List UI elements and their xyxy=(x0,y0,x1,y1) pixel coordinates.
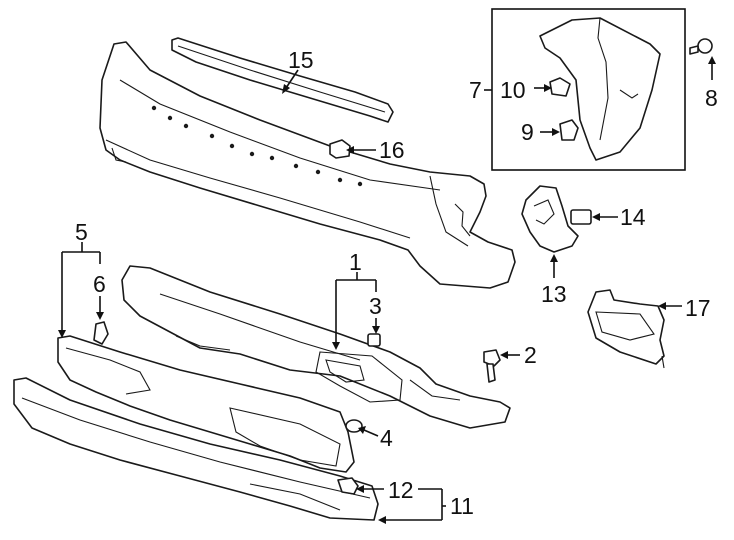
callout-4: 4 xyxy=(380,425,393,451)
clip-12-shape xyxy=(337,477,359,495)
tow-hook-cap xyxy=(329,139,351,159)
clip-6-shape xyxy=(93,321,109,345)
callout-15: 15 xyxy=(288,47,314,73)
callout-labels: 15 16 7 10 9 8 14 13 17 1 3 2 5 6 4 12 1… xyxy=(75,47,718,519)
insert-3-shape xyxy=(367,333,381,347)
side-bracket xyxy=(521,185,579,253)
plug-4-shape xyxy=(345,419,363,433)
callout-11: 11 xyxy=(450,493,474,519)
clip-10-shape xyxy=(549,77,571,97)
callout-3: 3 xyxy=(369,293,382,319)
callout-10: 10 xyxy=(500,77,526,103)
callout-12: 12 xyxy=(388,477,414,503)
callout-13: 13 xyxy=(541,281,567,307)
callout-6: 6 xyxy=(93,271,106,297)
push-pin xyxy=(689,38,713,55)
callout-1: 1 xyxy=(349,249,362,275)
retainer-clip xyxy=(570,209,592,225)
callout-17: 17 xyxy=(685,295,711,321)
bolt xyxy=(483,349,501,383)
callout-5: 5 xyxy=(75,219,88,245)
leader-lines xyxy=(58,56,716,524)
callout-9: 9 xyxy=(521,119,534,145)
lower-valance xyxy=(13,377,379,521)
callout-8: 8 xyxy=(705,85,718,111)
callout-7: 7 xyxy=(469,77,482,103)
bumper-assembly xyxy=(121,265,511,429)
upper-trim-strip xyxy=(171,37,394,123)
callout-2: 2 xyxy=(524,342,537,368)
callout-14: 14 xyxy=(620,204,646,230)
lower-grille-panel xyxy=(57,335,355,473)
fog-lamp-bezel xyxy=(587,289,665,369)
clip-9-shape xyxy=(559,119,579,141)
callout-16: 16 xyxy=(379,137,405,163)
